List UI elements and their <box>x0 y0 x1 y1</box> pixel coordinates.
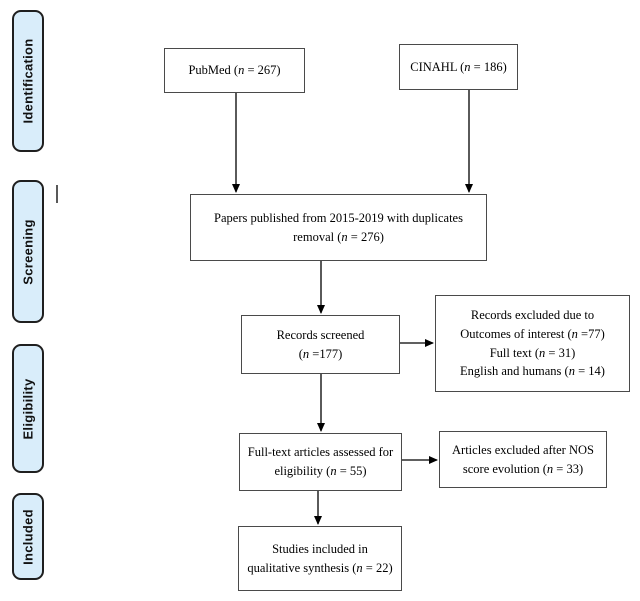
box-pubmed-text: PubMed (n = 267) <box>188 63 281 78</box>
box-records-screened-text: Records screened(n =177) <box>276 327 365 361</box>
box-papers-duplicates-removed: Papers published from 2015-2019 with dup… <box>190 194 487 261</box>
stage-eligibility-label: Eligibility <box>20 377 36 440</box>
stage-identification-label: Identification <box>20 38 36 124</box>
box-cinahl-source: CINAHL (n = 186) <box>399 44 518 90</box>
stage-screening: Screening <box>12 180 44 323</box>
stage-screening-label: Screening <box>20 218 36 285</box>
box-records-screened: Records screened(n =177) <box>241 315 400 374</box>
stray-cursor-mark <box>56 185 58 203</box>
stage-eligibility: Eligibility <box>12 344 44 473</box>
stage-included: Included <box>12 493 44 580</box>
stage-identification: Identification <box>12 10 44 152</box>
box-cinahl-text: CINAHL (n = 186) <box>410 59 507 74</box>
stage-included-label: Included <box>20 508 36 565</box>
box-pubmed-source: PubMed (n = 267) <box>164 48 305 93</box>
box-papers-text: Papers published from 2015-2019 with dup… <box>214 210 463 244</box>
